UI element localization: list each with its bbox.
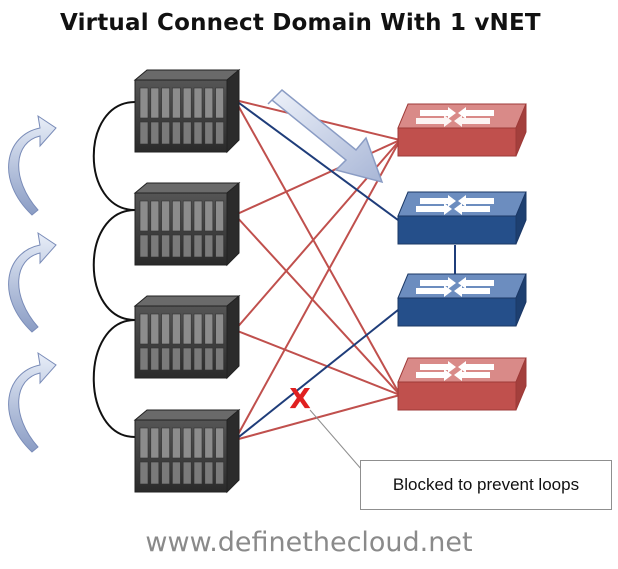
- switch-arrows-icon: [416, 277, 494, 297]
- stacking-arrow-1: [8, 114, 57, 216]
- callout-text: Blocked to prevent loops: [392, 475, 580, 494]
- stacking-arrow-2: [8, 231, 57, 333]
- active-uplinks: [234, 99, 401, 441]
- blade-enclosure-2: [133, 181, 241, 267]
- switch-arrows-icon: [416, 361, 494, 381]
- traffic-arrow: [267, 88, 384, 184]
- diagram-title: Virtual Connect Domain With 1 vNET: [60, 10, 541, 36]
- blade-enclosure-1: [133, 68, 241, 154]
- switch-arrows-icon: [416, 107, 494, 127]
- switch-arrows-icon: [416, 195, 494, 215]
- switch-red-top: [397, 103, 527, 157]
- footer-url: www.definethecloud.net: [145, 527, 473, 558]
- switch-red-bottom: [397, 357, 527, 411]
- callout-box: Blocked to prevent loops: [360, 460, 612, 510]
- blade-enclosure-4: [133, 408, 241, 494]
- switch-blue-lower: [397, 273, 527, 327]
- stacking-arrow-3: [8, 351, 57, 453]
- switch-blue-upper: [397, 191, 527, 245]
- blocked-marker: X: [289, 382, 311, 415]
- stacking-cables: [92, 101, 136, 438]
- callout-leader: [309, 409, 363, 471]
- blade-enclosure-3: [133, 294, 241, 380]
